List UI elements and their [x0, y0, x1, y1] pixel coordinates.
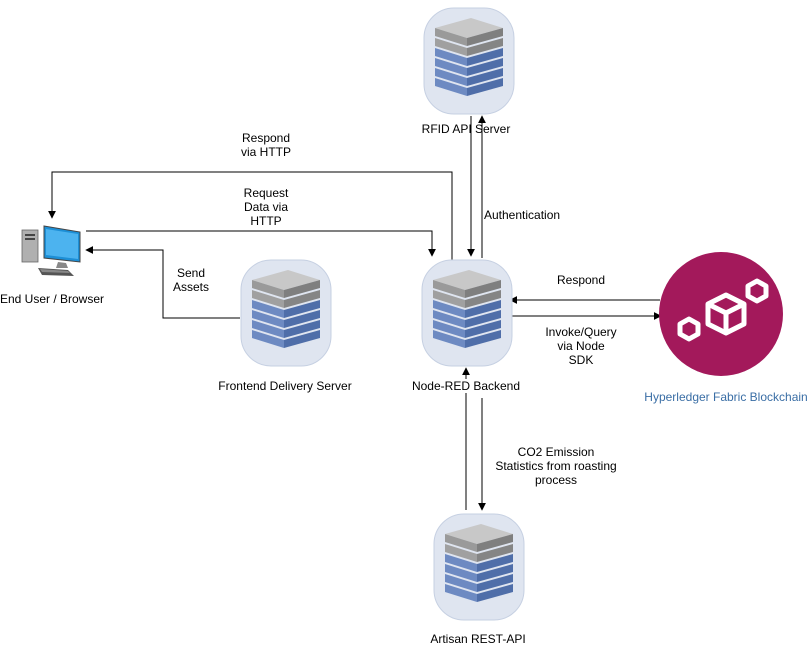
- hyperledger-fabric-icon: [659, 252, 783, 376]
- node-red-backend-label: Node-RED Backend: [409, 379, 523, 393]
- server-rack-icon: [240, 259, 332, 367]
- edge-label-respond-via-http: Respond via HTTP: [240, 131, 292, 159]
- server-rack-icon: [423, 7, 515, 115]
- edge-label-invoke-query: Invoke/Query via Node SDK: [545, 325, 617, 367]
- server-rack-icon: [421, 259, 513, 367]
- hyperledger-fabric-label: Hyperledger Fabric Blockchain: [644, 390, 808, 404]
- rfid-api-server-label: RFID API Server: [421, 122, 511, 136]
- edge-label-respond: Respond: [556, 273, 606, 287]
- edge-send-assets: [85, 246, 240, 319]
- frontend-delivery-server-label: Frontend Delivery Server: [218, 379, 352, 393]
- edge-request-data-via-http: [86, 230, 436, 257]
- desktop-computer-icon: [21, 225, 81, 276]
- artisan-rest-api-label: Artisan REST-API: [430, 632, 526, 646]
- edge-label-request-data-via-http: Request Data via HTTP: [243, 186, 289, 228]
- edge-label-authentication: Authentication: [484, 208, 561, 222]
- server-rack-icon: [433, 513, 525, 621]
- edge-label-co2-emission: CO2 Emission Statistics from roasting pr…: [495, 445, 617, 487]
- end-user-browser-label: End User / Browser: [0, 292, 105, 306]
- edge-label-send-assets: Send Assets: [172, 266, 210, 294]
- edge-respond-via-http: [48, 171, 453, 262]
